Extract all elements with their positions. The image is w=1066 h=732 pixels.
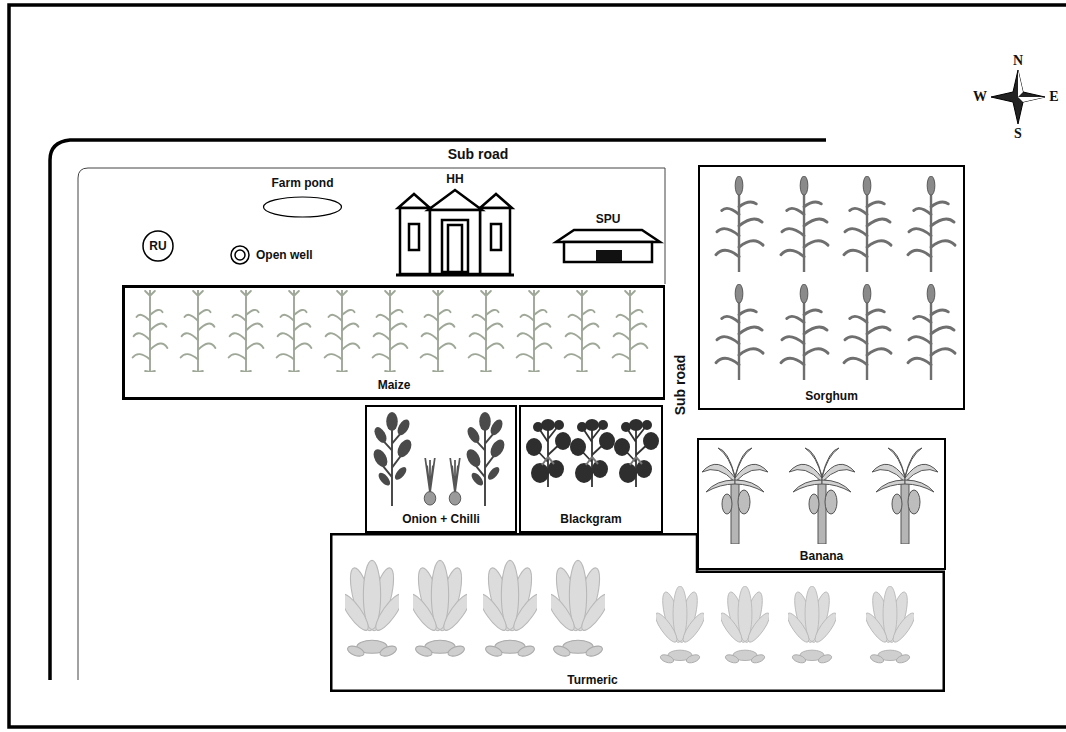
crop-plot: Blackgram: [519, 405, 663, 533]
plot-label: Blackgram: [560, 512, 621, 526]
map-frame: [9, 5, 1066, 727]
open-well: Open well: [228, 243, 338, 267]
compass-letter: W: [973, 89, 987, 104]
onion-chilli-plants: [371, 412, 508, 506]
plot-label: Sorghum: [805, 389, 858, 403]
road-name: Sub road: [673, 355, 688, 416]
crop-plot: Onion + Chilli: [365, 405, 517, 533]
plot-label: Farm pond: [272, 176, 334, 190]
turmeric-plants: [337, 560, 918, 664]
plot-label: Maize: [378, 378, 411, 392]
farm-pond: Farm pond: [255, 176, 350, 221]
compass-letter: N: [1013, 53, 1023, 68]
plot-label: Turmeric: [567, 673, 617, 687]
compass-letter: S: [1014, 126, 1022, 141]
blackgram-plants: [526, 419, 659, 487]
ru-circle: RU: [141, 229, 175, 263]
plot-label: RU: [149, 239, 166, 253]
plot-label: HH: [446, 172, 463, 186]
plot-label: Banana: [800, 549, 843, 563]
household-house-outline: [390, 172, 520, 278]
compass-letter: E: [1049, 89, 1058, 104]
maize-plants: [133, 290, 648, 372]
road-edge: [78, 168, 665, 680]
banana-plants: [702, 448, 938, 544]
household-house: HH: [390, 172, 520, 278]
crop-plot: Maize: [122, 285, 665, 400]
road-name: Sub road: [448, 147, 509, 162]
crop-plot: Sorghum: [698, 165, 965, 410]
plot-label: Onion + Chilli: [402, 512, 480, 526]
plot-label: SPU: [596, 212, 621, 226]
compass-rose: [1018, 97, 1045, 102]
storage-unit: SPU: [552, 212, 664, 266]
sorghum-plants: [716, 176, 955, 380]
compass-rose: [991, 70, 1045, 124]
crop-plot-outline: [330, 533, 945, 692]
plot-label: Open well: [256, 248, 313, 262]
crop-plot: Turmeric: [330, 533, 945, 692]
compass-rose: [1018, 70, 1023, 97]
crop-plot: Banana: [697, 438, 946, 570]
road-edge: [50, 140, 826, 680]
